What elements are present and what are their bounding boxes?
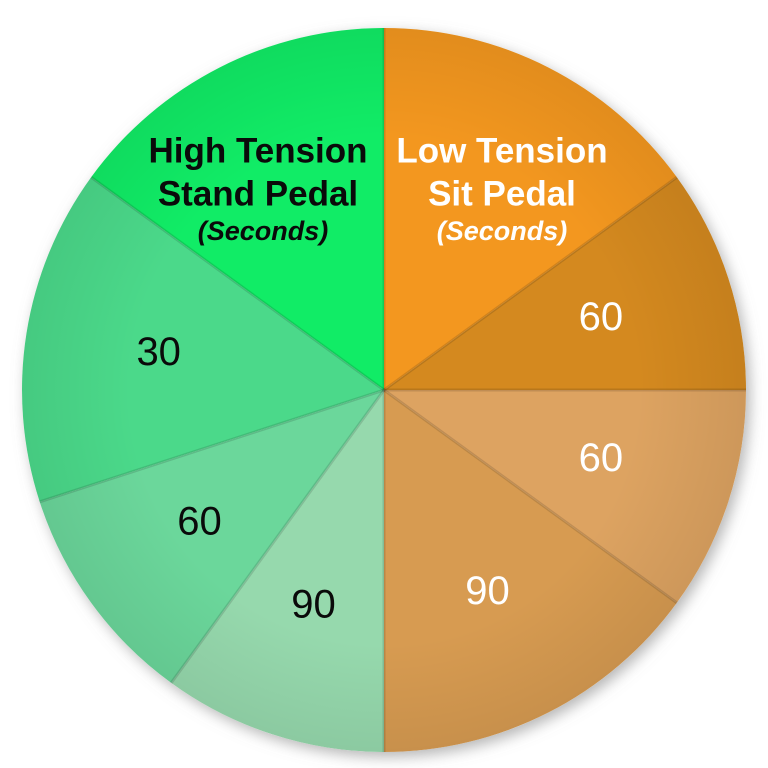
pie-value-labels: 60 60 90 90 60 30 — [136, 295, 623, 626]
pie-slice-value-label: 30 — [136, 330, 181, 374]
category-title-line-1: High Tension — [148, 131, 367, 170]
category-label-high-tension-stand-pedal: High Tension Stand Pedal (Seconds) — [148, 131, 367, 246]
category-unit-label: (Seconds) — [198, 216, 329, 246]
pie-slice-value-label: 90 — [291, 582, 336, 626]
pie-slice-value-label: 60 — [579, 436, 624, 480]
category-title-line-1: Low Tension — [396, 131, 607, 170]
category-title-line-2: Stand Pedal — [158, 174, 358, 213]
category-unit-label: (Seconds) — [437, 216, 568, 246]
category-title-line-2: Sit Pedal — [428, 174, 576, 213]
pie-slice-value-label: 60 — [579, 295, 624, 339]
pie-slice-value-label: 90 — [465, 569, 510, 613]
pie-inner-shading — [22, 28, 746, 752]
category-label-low-tension-sit-pedal: Low Tension Sit Pedal (Seconds) — [396, 131, 607, 246]
pie-slice-value-label: 60 — [177, 500, 222, 544]
